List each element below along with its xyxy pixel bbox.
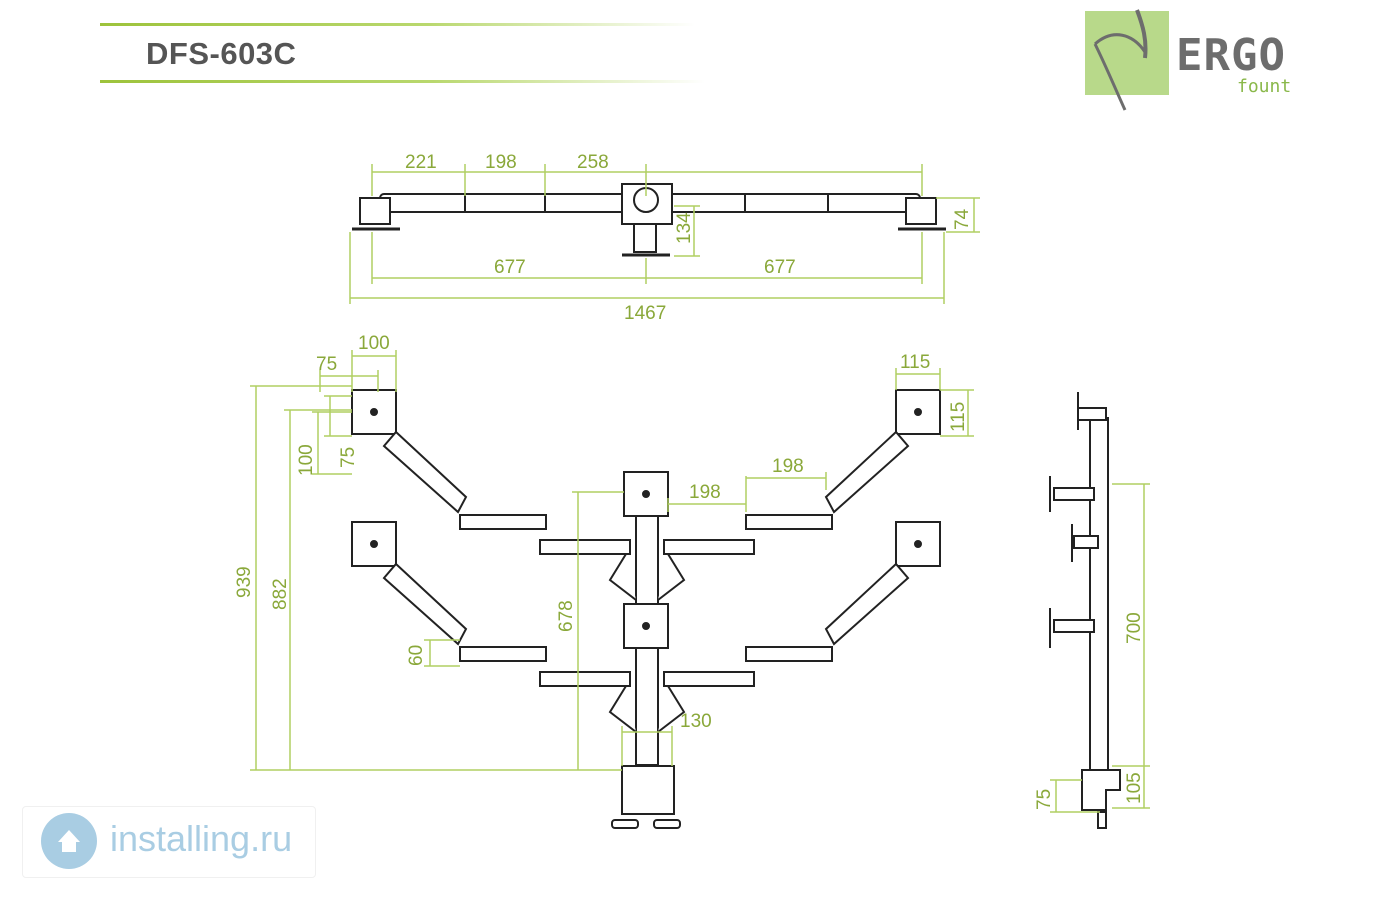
dim-198-center: 198 xyxy=(689,482,721,503)
dim-130: 130 xyxy=(680,711,712,732)
dim-75-side-view: 75 xyxy=(1034,789,1055,810)
dim-258: 258 xyxy=(577,152,609,173)
dim-75-side: 75 xyxy=(338,447,359,468)
dimension-labels: 221 198 258 677 677 1467 134 74 100 75 1… xyxy=(234,152,1145,810)
title-rule-bottom xyxy=(100,80,705,83)
dim-677-left: 677 xyxy=(494,257,526,278)
dim-60: 60 xyxy=(406,645,427,666)
dim-221: 221 xyxy=(405,152,437,173)
dim-115-side: 115 xyxy=(948,402,969,432)
dim-100-top: 100 xyxy=(358,333,390,354)
side-view xyxy=(1049,392,1121,829)
dim-115-top: 115 xyxy=(900,352,930,373)
dim-75-top: 75 xyxy=(316,354,337,375)
ergo-swoosh-icon xyxy=(1085,9,1169,111)
watermark-text: installing.ru xyxy=(110,818,293,859)
dim-1467: 1467 xyxy=(624,303,666,324)
dim-134: 134 xyxy=(674,212,695,244)
dim-939: 939 xyxy=(234,566,255,598)
top-view xyxy=(352,183,946,257)
dim-198-top: 198 xyxy=(485,152,517,173)
installing-logo-icon xyxy=(41,813,97,869)
dim-105: 105 xyxy=(1124,772,1145,804)
logo-wordmark: ERGO xyxy=(1176,30,1286,81)
dim-882: 882 xyxy=(270,578,291,610)
dimension-lines xyxy=(250,164,1150,813)
dim-678: 678 xyxy=(556,600,577,632)
dim-700: 700 xyxy=(1124,612,1145,644)
front-view xyxy=(351,389,941,829)
model-title: DFS-603C xyxy=(146,36,297,71)
dim-74: 74 xyxy=(952,208,973,230)
title-rule-top xyxy=(100,23,695,26)
dim-677-right: 677 xyxy=(764,257,796,278)
logo-subtitle: fount xyxy=(1237,76,1292,97)
dim-100-side: 100 xyxy=(296,444,317,476)
dim-198-upper: 198 xyxy=(772,456,804,477)
